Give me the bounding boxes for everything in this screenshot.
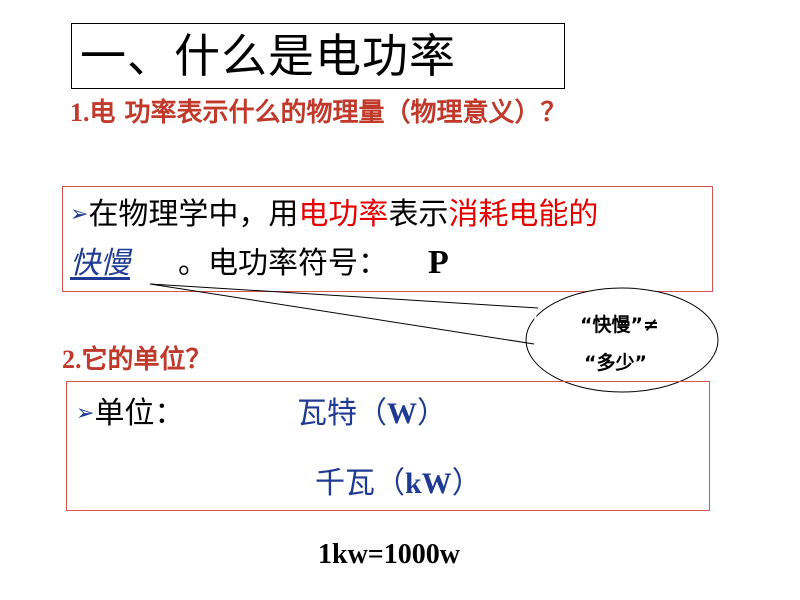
unit-kilowatt-symbol: kW (405, 467, 452, 500)
conversion-equation: 1kw=1000w (318, 539, 460, 570)
title-box (71, 23, 565, 89)
unit-watt-close: ） (417, 396, 447, 431)
power-symbol: P (428, 244, 449, 281)
definition-consume-energy: 消耗电能的 (448, 197, 599, 232)
callout-pointer-fill (533, 309, 537, 343)
definition-term-power: 电功率 (298, 197, 389, 232)
unit-watt-cn: 瓦特（ (297, 396, 387, 431)
definition-line-1: ➢在物理学中，用电功率表示消耗电能的 (70, 195, 598, 235)
bullet-arrow-icon: ➢ (76, 401, 95, 426)
question-2: 2.它的单位？ (62, 343, 212, 377)
page-title: 一、什么是电功率 (80, 29, 456, 83)
units-box (66, 381, 710, 511)
definition-line-2: 快慢 。电功率符号： P (70, 243, 449, 284)
callout-ellipse (525, 287, 719, 393)
unit-kilowatt: 千瓦（kW） (315, 464, 482, 504)
question-1-number: 1. (70, 98, 90, 127)
unit-watt-symbol: W (387, 397, 417, 430)
units-label-text: 单位： (94, 396, 185, 431)
question-1-text: 电 功率表示什么的物理量（物理意义）？ (89, 98, 567, 128)
question-2-text: 它的单位？ (81, 345, 212, 375)
unit-kilowatt-cn: 千瓦（ (315, 466, 405, 501)
unit-kilowatt-close: ） (451, 466, 482, 501)
question-2-number: 2. (62, 345, 82, 374)
callout-pointer (149, 283, 539, 345)
unit-watt: 瓦特（W） (297, 394, 447, 434)
definition-box (62, 186, 713, 292)
definition-part3: 表示 (388, 197, 449, 232)
units-label: ➢单位： (76, 394, 184, 434)
bullet-arrow-icon: ➢ (70, 202, 89, 227)
definition-part5: 。电功率符号： (178, 246, 388, 281)
question-1: 1.电 功率表示什么的物理量（物理意义）？ (70, 96, 567, 130)
callout-text-1: “快慢”≠ (580, 314, 659, 336)
definition-part1: 在物理学中，用 (88, 197, 299, 232)
definition-slow-fast: 快慢 (70, 246, 130, 281)
callout-text-2: “多少” (584, 352, 647, 374)
